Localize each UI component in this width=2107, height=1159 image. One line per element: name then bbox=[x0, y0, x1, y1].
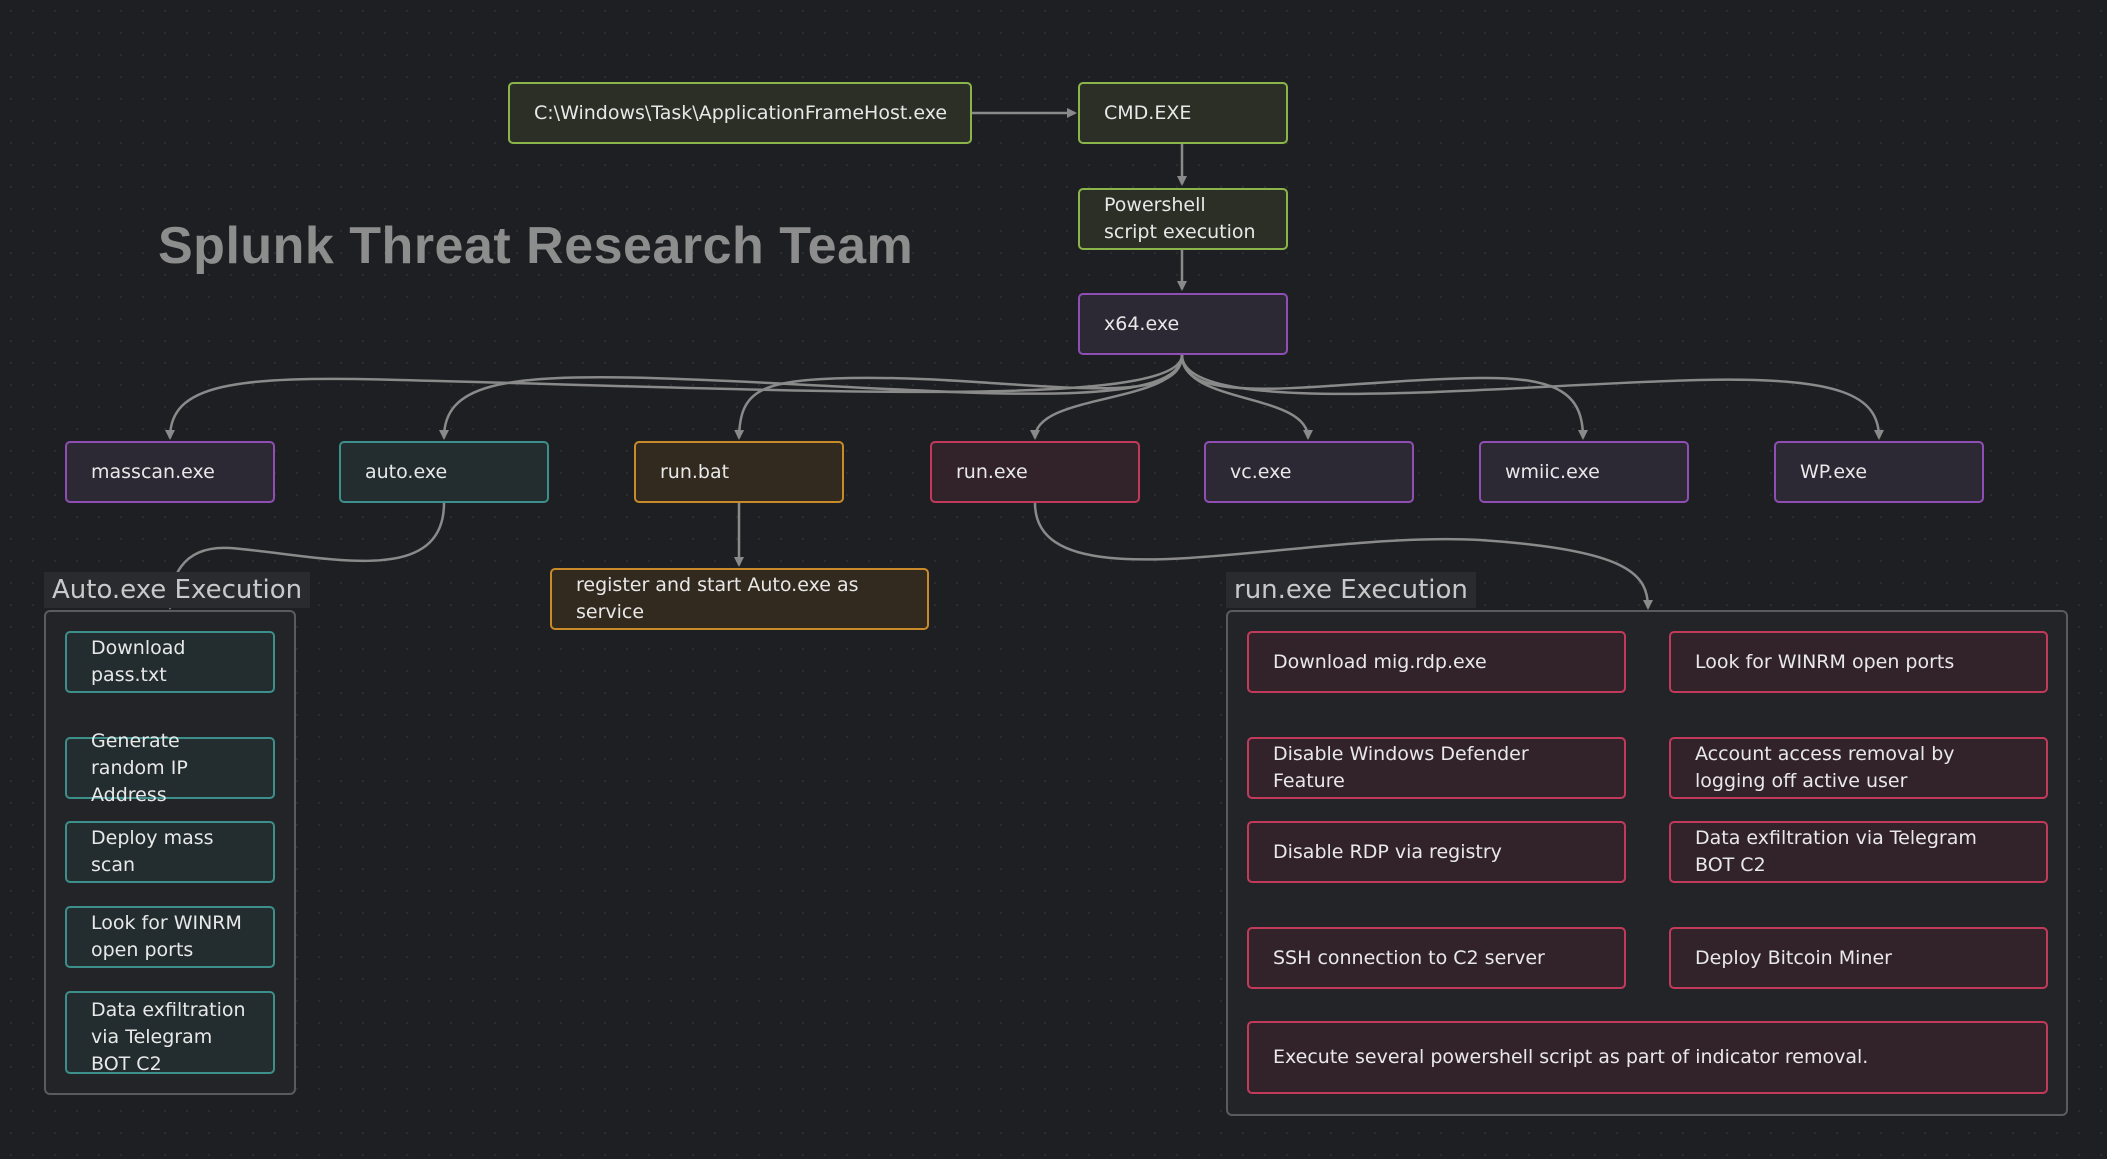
node-label: x64.exe bbox=[1104, 312, 1180, 335]
node-label: vc.exe bbox=[1230, 460, 1292, 483]
item-label: Data exfiltration via Telegram BOT C2 bbox=[91, 999, 246, 1074]
item-label: Account access removal by logging off ac… bbox=[1695, 743, 1955, 792]
edge-x64-wmiic bbox=[1180, 354, 1588, 440]
node-label: masscan.exe bbox=[91, 460, 215, 483]
auto-exe-group-label: Auto.exe Execution bbox=[44, 572, 311, 608]
edge-x64-runbat bbox=[734, 354, 1184, 440]
run-item-indicator-removal[interactable]: Execute several powershell script as par… bbox=[1247, 1021, 2048, 1094]
edge-x64-runexe bbox=[1030, 354, 1184, 440]
node-label: WP.exe bbox=[1800, 460, 1868, 483]
item-label: Download mig.rdp.exe bbox=[1273, 650, 1487, 673]
run-item-bitcoin-miner[interactable]: Deploy Bitcoin Miner bbox=[1669, 927, 2048, 989]
item-label: Data exfiltration via Telegram BOT C2 bbox=[1695, 827, 1977, 876]
item-label: Deploy mass scan bbox=[91, 827, 214, 876]
run-item-disable-rdp[interactable]: Disable RDP via registry bbox=[1247, 821, 1626, 883]
node-x64[interactable]: x64.exe bbox=[1078, 293, 1288, 355]
page-title: Splunk Threat Research Team bbox=[158, 217, 914, 275]
node-label: run.bat bbox=[660, 460, 730, 483]
run-item-account-removal[interactable]: Account access removal by logging off ac… bbox=[1669, 737, 2048, 799]
edge-x64-auto bbox=[439, 354, 1184, 440]
node-masscan[interactable]: masscan.exe bbox=[65, 441, 275, 503]
auto-item-random-ip[interactable]: Generate random IP Address bbox=[65, 730, 275, 806]
item-label: Look for WINRM open ports bbox=[91, 912, 242, 961]
node-label: CMD.EXE bbox=[1104, 101, 1192, 124]
edge-x64-masscan bbox=[165, 354, 1184, 440]
edge-x64-vc bbox=[1180, 354, 1313, 440]
node-powershell[interactable]: Powershell script execution bbox=[1078, 188, 1288, 250]
node-auto[interactable]: auto.exe bbox=[339, 441, 549, 503]
auto-item-telegram-exfil[interactable]: Data exfiltration via Telegram BOT C2 bbox=[65, 991, 275, 1074]
node-run-bat[interactable]: run.bat bbox=[634, 441, 844, 503]
run-item-ssh-c2[interactable]: SSH connection to C2 server bbox=[1247, 927, 1626, 989]
node-label: C:\Windows\Task\ApplicationFrameHost.exe bbox=[534, 101, 948, 124]
item-label: Look for WINRM open ports bbox=[1695, 650, 1955, 673]
node-label: register and start Auto.exe as service bbox=[576, 574, 859, 623]
node-run-exe[interactable]: run.exe bbox=[930, 441, 1140, 503]
node-vc[interactable]: vc.exe bbox=[1204, 441, 1414, 503]
item-label: Deploy Bitcoin Miner bbox=[1695, 946, 1892, 969]
node-cmd[interactable]: CMD.EXE bbox=[1078, 82, 1288, 144]
auto-item-download-pass[interactable]: Download pass.txt bbox=[65, 631, 275, 693]
node-label: Powershell script execution bbox=[1104, 194, 1256, 243]
node-wmiic[interactable]: wmiic.exe bbox=[1479, 441, 1689, 503]
run-item-download-mig[interactable]: Download mig.rdp.exe bbox=[1247, 631, 1626, 693]
node-label: run.exe bbox=[956, 460, 1028, 483]
edge-x64-wp bbox=[1180, 354, 1884, 440]
run-exe-group-label: run.exe Execution bbox=[1226, 572, 1476, 608]
node-wp[interactable]: WP.exe bbox=[1774, 441, 1984, 503]
node-label: auto.exe bbox=[365, 460, 448, 483]
auto-item-winrm-ports[interactable]: Look for WINRM open ports bbox=[65, 906, 275, 968]
item-label: Execute several powershell script as par… bbox=[1273, 1046, 1869, 1068]
item-label: Generate random IP Address bbox=[91, 729, 188, 806]
item-label: Disable Windows Defender Feature bbox=[1273, 743, 1529, 792]
auto-item-mass-scan[interactable]: Deploy mass scan bbox=[65, 821, 275, 883]
run-item-winrm-ports[interactable]: Look for WINRM open ports bbox=[1669, 631, 2048, 693]
run-item-disable-defender[interactable]: Disable Windows Defender Feature bbox=[1247, 737, 1626, 799]
item-label: Disable RDP via registry bbox=[1273, 840, 1502, 863]
node-label: wmiic.exe bbox=[1505, 460, 1600, 483]
node-app-frame-host[interactable]: C:\Windows\Task\ApplicationFrameHost.exe bbox=[508, 82, 972, 144]
item-label: SSH connection to C2 server bbox=[1273, 946, 1545, 969]
edge-runexe-rungroup bbox=[1033, 502, 1653, 610]
item-label: Download pass.txt bbox=[91, 637, 186, 686]
run-item-telegram-exfil[interactable]: Data exfiltration via Telegram BOT C2 bbox=[1669, 821, 2048, 883]
node-register-service[interactable]: register and start Auto.exe as service bbox=[550, 568, 929, 630]
